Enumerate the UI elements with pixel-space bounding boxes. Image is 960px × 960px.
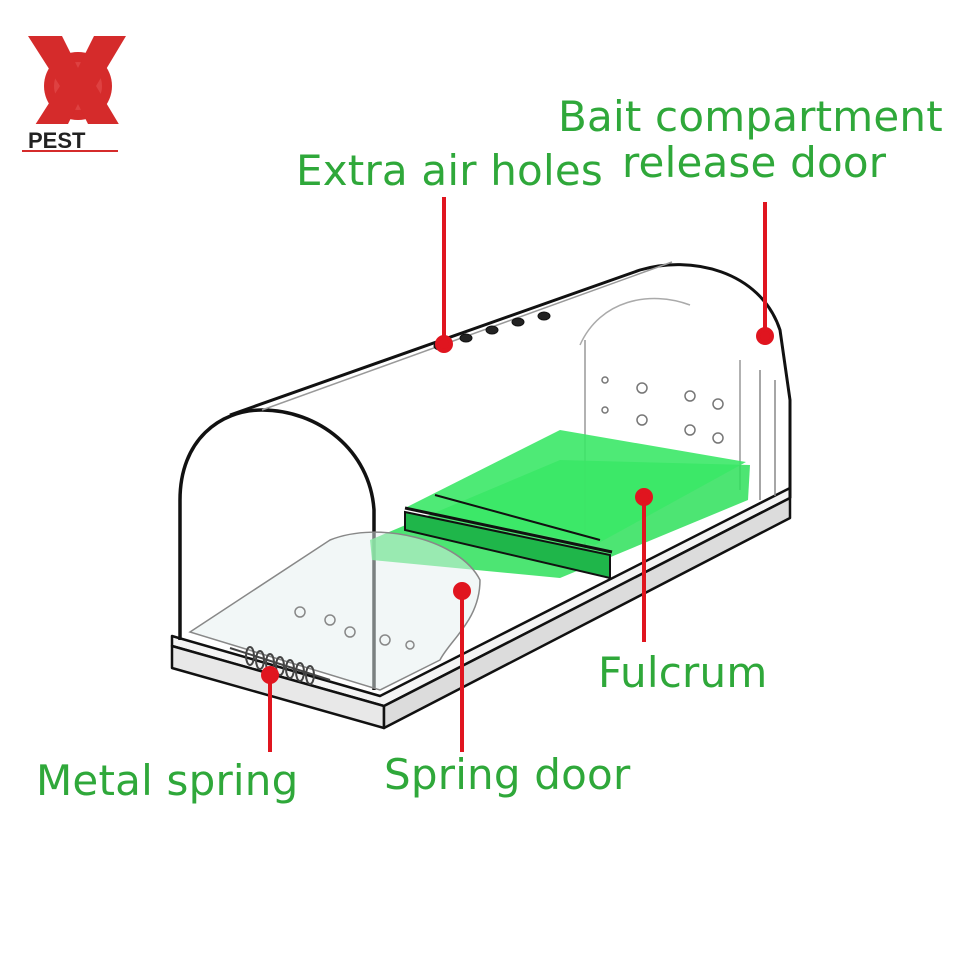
back-panel-holes <box>602 377 723 443</box>
callout-spring-door-dot <box>455 584 469 598</box>
label-fulcrum: Fulcrum <box>598 650 767 696</box>
label-spring-door: Spring door <box>384 752 630 798</box>
callout-fulcrum-dot <box>637 490 651 504</box>
label-bait-line2: release door <box>622 140 886 186</box>
label-bait-line1: Bait compartment <box>558 94 943 140</box>
callout-air-holes-dot <box>437 337 451 351</box>
label-metal-spring: Metal spring <box>36 758 298 804</box>
label-extra-air-holes: Extra air holes <box>296 148 603 194</box>
callout-metal-spring-dot <box>263 668 277 682</box>
callout-bait-door-dot <box>758 329 772 343</box>
